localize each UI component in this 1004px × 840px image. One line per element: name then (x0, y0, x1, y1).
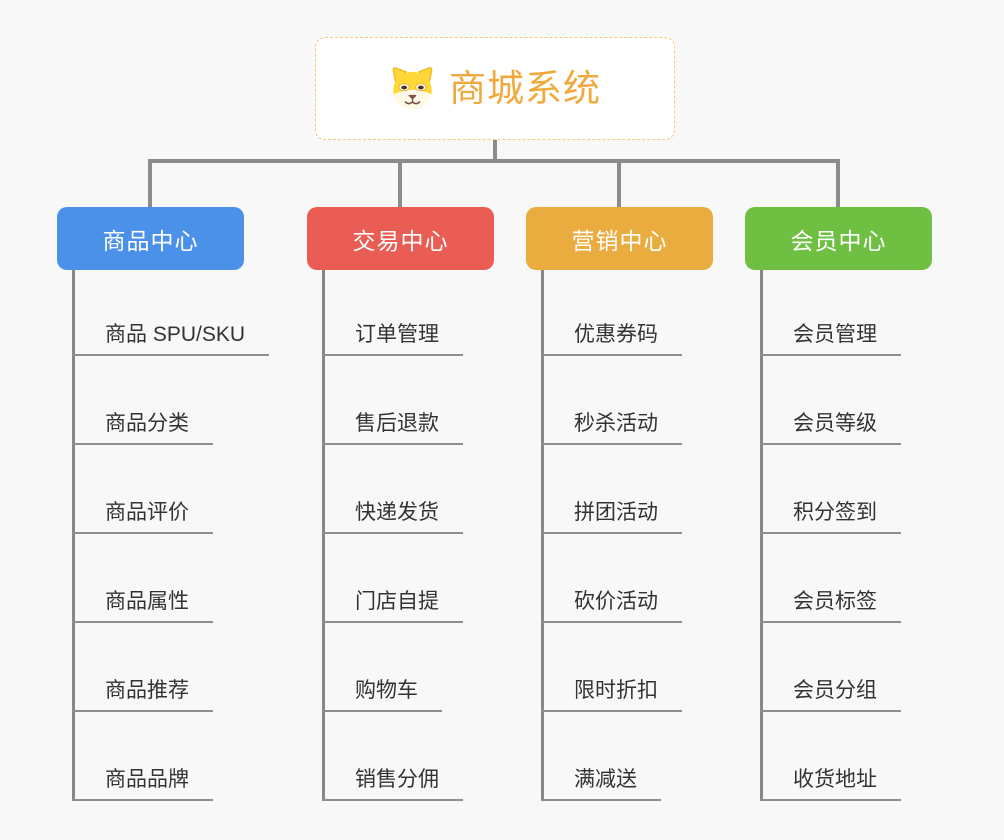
connector-trunk (760, 270, 763, 801)
child-node[interactable]: 会员等级 (760, 409, 901, 445)
child-node[interactable]: 收货地址 (760, 765, 901, 801)
child-node[interactable]: 拼团活动 (541, 498, 682, 534)
child-node[interactable]: 门店自提 (322, 587, 463, 623)
branch-label: 营销中心 (571, 227, 668, 254)
child-node[interactable]: 快递发货 (322, 498, 463, 534)
child-node[interactable]: 购物车 (322, 676, 442, 712)
child-node[interactable]: 商品 SPU/SKU (72, 320, 270, 356)
branch-member-center: 会员中心 会员管理 会员等级 积分签到 会员标签 会员分组 收货地址 (745, 159, 932, 801)
child-node[interactable]: 满减送 (541, 765, 661, 801)
branch-product-center: 商品中心 商品 SPU/SKU 商品分类 商品评价 商品属性 商品推荐 商品品牌 (57, 159, 270, 801)
branch-node-member-center[interactable]: 会员中心 (745, 207, 932, 270)
child-node[interactable]: 订单管理 (322, 320, 463, 356)
child-node[interactable]: 砍价活动 (541, 587, 682, 623)
child-node[interactable]: 商品品牌 (72, 765, 213, 801)
child-node[interactable]: 会员分组 (760, 676, 901, 712)
connector-drop (398, 159, 402, 207)
child-node[interactable]: 商品分类 (72, 409, 213, 445)
branch-marketing-center: 营销中心 优惠券码 秒杀活动 拼团活动 砍价活动 限时折扣 满减送 (526, 159, 713, 801)
connector-drop (617, 159, 621, 207)
branch-node-trade-center[interactable]: 交易中心 (307, 207, 494, 270)
child-node[interactable]: 积分签到 (760, 498, 901, 534)
child-node[interactable]: 商品评价 (72, 498, 213, 534)
branch-label: 交易中心 (352, 227, 449, 254)
child-node[interactable]: 优惠券码 (541, 320, 682, 356)
root-title: 商城系统 (449, 68, 601, 109)
branch-node-product-center[interactable]: 商品中心 (57, 207, 244, 270)
branch-node-marketing-center[interactable]: 营销中心 (526, 207, 713, 270)
dog-face-icon (392, 67, 433, 110)
branch-trade-center: 交易中心 订单管理 售后退款 快递发货 门店自提 购物车 销售分佣 (307, 159, 494, 801)
child-node[interactable]: 销售分佣 (322, 765, 463, 801)
connector-trunk (541, 270, 544, 801)
connector-drop (836, 159, 840, 207)
child-node[interactable]: 会员管理 (760, 320, 901, 356)
child-node[interactable]: 限时折扣 (541, 676, 682, 712)
connector-trunk (322, 270, 325, 801)
root-node-mall-system[interactable]: 商城系统 (315, 37, 675, 140)
connector-root-stub (493, 140, 497, 161)
child-node[interactable]: 会员标签 (760, 587, 901, 623)
child-node[interactable]: 秒杀活动 (541, 409, 682, 445)
connector-trunk (72, 270, 75, 801)
child-node[interactable]: 售后退款 (322, 409, 463, 445)
connector-horizontal-bus (150, 159, 840, 163)
branch-label: 会员中心 (790, 227, 887, 254)
connector-drop (148, 159, 152, 207)
child-node[interactable]: 商品属性 (72, 587, 213, 623)
branch-label: 商品中心 (102, 227, 199, 254)
child-node[interactable]: 商品推荐 (72, 676, 213, 712)
